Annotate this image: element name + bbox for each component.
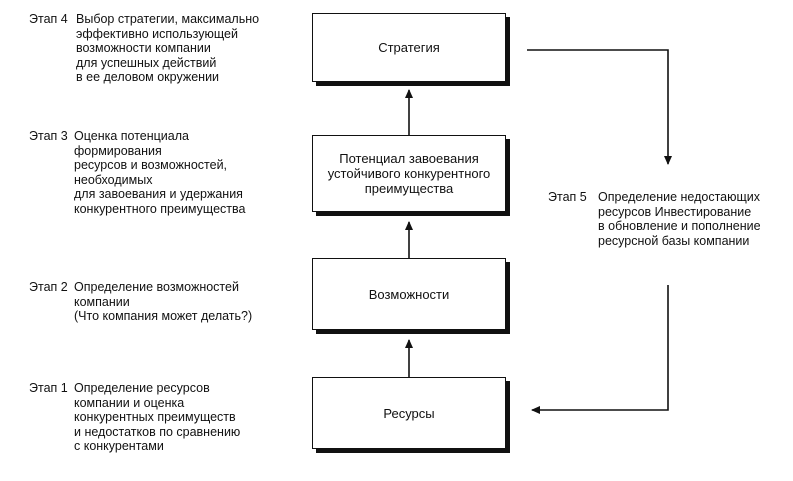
stage-1-line: и недостатков по сравнению [74, 424, 241, 439]
potential-label: Потенциал завоевания устойчивого конкуре… [328, 151, 491, 196]
stage-3-number: Этап 3 [29, 129, 68, 143]
stage-5-text: Определение недостающих ресурсов Инвести… [598, 190, 761, 248]
stage-3-line: конкурентного преимущества [74, 201, 246, 216]
stage-3-line: формирования [74, 143, 162, 158]
stage-4-line: в ее деловом окружении [76, 70, 220, 84]
stage-2-number: Этап 2 [29, 280, 68, 294]
stage-3-line: Оценка потенциала [74, 129, 189, 143]
stage-2-line: (Что компания может делать?) [74, 309, 253, 323]
stage-4-line: возможности компании [76, 41, 211, 55]
stage-3-line: необходимых [74, 172, 153, 187]
stage-2-line: компании [74, 294, 130, 309]
stage-5-number: Этап 5 [548, 190, 587, 204]
stage-1-line: конкурентных преимуществ [74, 410, 236, 424]
stage-3-line: для завоевания и удержания [74, 187, 243, 201]
potential-label-line: устойчивого конкурентного [327, 166, 491, 181]
strategy-label: Стратегия [378, 40, 440, 55]
stage-4-number: Этап 4 [29, 12, 68, 26]
stage-4-text: Выбор стратегии, максимально эффективно … [76, 12, 259, 85]
resources-box: Ресурсы [312, 377, 506, 449]
stage-1-text: Определение ресурсов компании и оценка к… [74, 381, 240, 454]
potential-label-line: Потенциал завоевания [339, 151, 479, 166]
stage-2-line: Определение возможностей [74, 280, 239, 294]
stage-5-line: ресурсов Инвестирование [598, 204, 752, 219]
stage-1-line: компании и оценка [74, 395, 185, 410]
stage-5-line: в обновление и пополнение [598, 219, 761, 233]
stage-3-text: Оценка потенциала формирования ресурсов … [74, 129, 245, 216]
arrow-strategy-to-stage-5 [527, 49, 672, 165]
resources-label: Ресурсы [383, 405, 435, 421]
stage-2-text: Определение возможностей компании (Что к… [74, 280, 252, 324]
strategy-box: Стратегия [312, 13, 506, 82]
stage-1-number: Этап 1 [29, 381, 68, 395]
stage-5-line: ресурсной базы компании [598, 233, 750, 248]
capabilities-box: Возможности [312, 258, 506, 330]
stage-1-line: с конкурентами [74, 439, 164, 453]
stage-1-line: Определение ресурсов [74, 381, 210, 395]
stage-4-line: эффективно использующей [76, 26, 238, 41]
stage-3-line: ресурсов и возможностей, [74, 158, 228, 172]
stage-5-line: Определение недостающих [598, 190, 761, 204]
capabilities-label: Возможности [368, 286, 450, 302]
arrow-stage-5-to-resources [531, 285, 669, 414]
potential-box: Потенциал завоевания устойчивого конкуре… [312, 135, 506, 212]
stage-4-line: для успешных действий [76, 55, 217, 70]
potential-label-line: преимущества [364, 181, 454, 196]
stage-4-line: Выбор стратегии, максимально [76, 12, 260, 26]
